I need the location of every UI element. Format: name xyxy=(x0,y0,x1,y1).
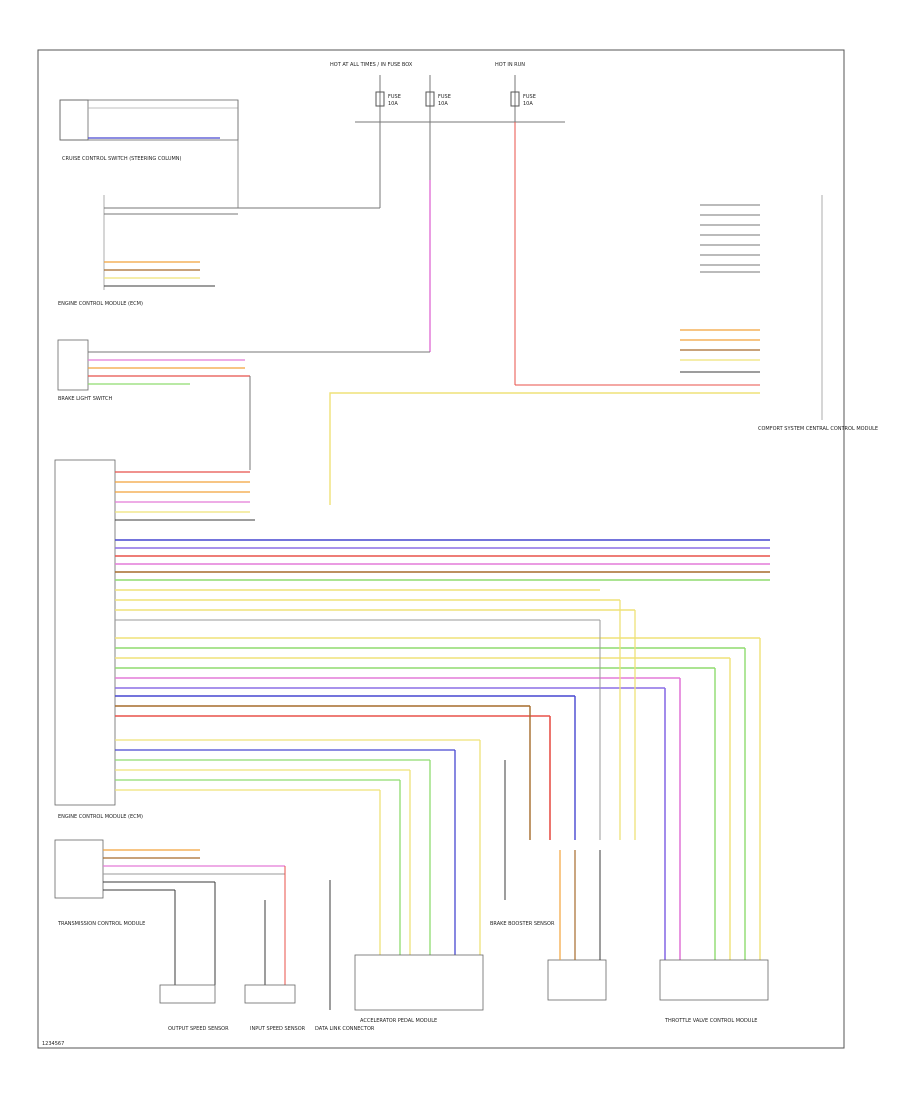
brake-switch-block: BRAKE LIGHT SWITCH xyxy=(57,339,430,402)
right-module: COMFORT SYSTEM CENTRAL CONTROL MODULE xyxy=(680,195,878,432)
svg-text:FUSE: FUSE xyxy=(388,94,401,100)
ecm-lower-label: ENGINE CONTROL MODULE (ECM) xyxy=(58,814,143,820)
svg-text:FUSE: FUSE xyxy=(523,94,536,100)
svg-text:THROTTLE VALVE CONTROL MODULE: THROTTLE VALVE CONTROL MODULE xyxy=(664,1018,757,1024)
data-link-label: DATA LINK CONNECTOR xyxy=(315,1026,375,1032)
svg-text:INPUT SPEED SENSOR: INPUT SPEED SENSOR xyxy=(250,1026,306,1032)
fuse-1: FUSE 10A xyxy=(375,91,401,107)
brake-sensor-label: BRAKE BOOSTER SENSOR xyxy=(490,921,555,927)
accelerator-module: ACCELERATOR PEDAL MODULE xyxy=(354,954,484,1024)
cruise-switch-block: CRUISE CONTROL SWITCH (STEERING COLUMN) xyxy=(59,99,239,162)
footer-code: 1234567 xyxy=(42,1041,64,1047)
label-hot-in-run: HOT IN RUN xyxy=(495,62,525,68)
right-module-label: COMFORT SYSTEM CENTRAL CONTROL MODULE xyxy=(758,426,878,432)
svg-text:10A: 10A xyxy=(438,101,448,107)
svg-text:FUSE: FUSE xyxy=(438,94,451,100)
svg-text:10A: 10A xyxy=(523,101,533,107)
throttle-module: THROTTLE VALVE CONTROL MODULE xyxy=(659,959,769,1024)
tcm-label: TRANSMISSION CONTROL MODULE xyxy=(57,921,145,927)
brake-switch-label: BRAKE LIGHT SWITCH xyxy=(58,396,113,402)
brake-booster-sensor xyxy=(547,850,607,1001)
label-hot-at-all-times: HOT AT ALL TIMES / IN FUSE BOX xyxy=(330,62,413,68)
ecm-upper-block: ENGINE CONTROL MODULE (ECM) xyxy=(58,195,380,307)
output-speed-sensor: OUTPUT SPEED SENSOR xyxy=(159,984,229,1032)
ecm-upper-label: ENGINE CONTROL MODULE (ECM) xyxy=(58,301,143,307)
tcm-block: TRANSMISSION CONTROL MODULE xyxy=(54,839,285,927)
diagram-frame xyxy=(37,49,845,1049)
fuse-3: FUSE 10A xyxy=(510,91,536,107)
svg-text:10A: 10A xyxy=(388,101,398,107)
svg-text:OUTPUT SPEED SENSOR: OUTPUT SPEED SENSOR xyxy=(168,1026,229,1032)
cruise-switch-label: CRUISE CONTROL SWITCH (STEERING COLUMN) xyxy=(62,156,182,162)
svg-text:ACCELERATOR PEDAL MODULE: ACCELERATOR PEDAL MODULE xyxy=(360,1018,437,1024)
fuse-2: FUSE 10A xyxy=(425,91,451,107)
input-speed-sensor: INPUT SPEED SENSOR xyxy=(244,984,306,1032)
ecm-lower-block: ENGINE CONTROL MODULE (ECM) xyxy=(54,459,143,820)
